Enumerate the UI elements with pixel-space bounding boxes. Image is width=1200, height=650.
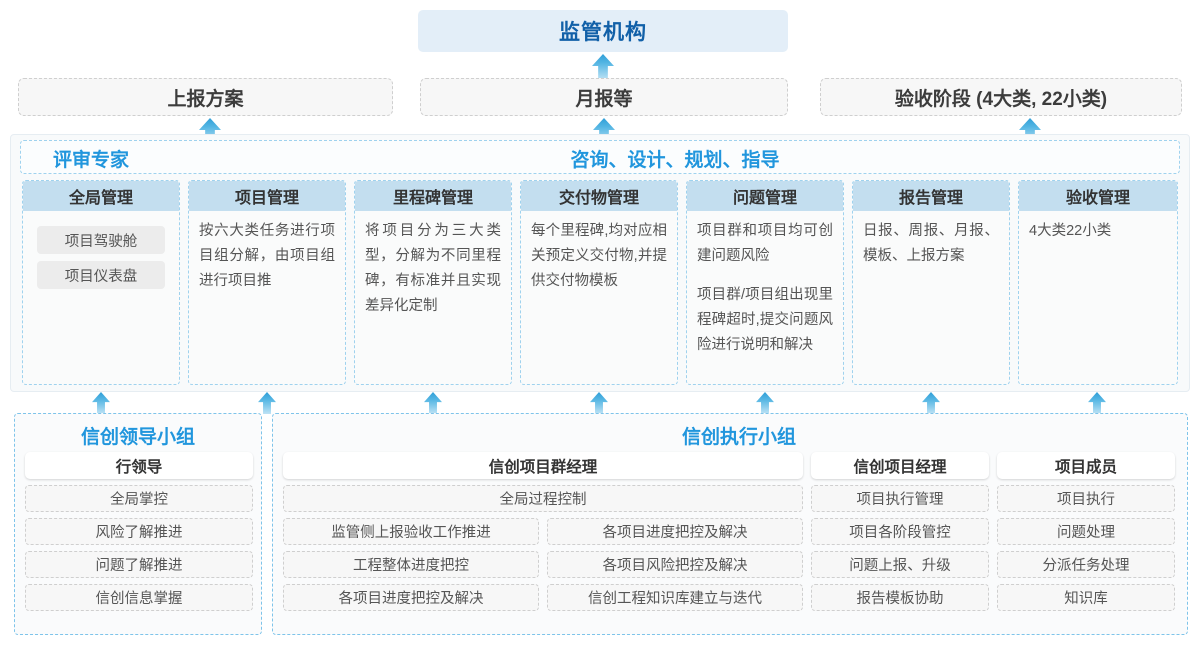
group-body: 行领导 全局掌控 风险了解推进 问题了解推进 信创信息掌握 [25,452,253,611]
module-header: 全局管理 [23,181,179,211]
module-body: 将项目分为三大类型，分解为不同里程碑，有标准并且实现差异化定制 [355,211,511,319]
regulator-box: 监管机构 [418,10,788,52]
report-box-label: 验收阶段 (4大类, 22小类) [894,88,1108,110]
group-execution: 信创执行小组 信创项目群经理 全局过程控制 监管侧上报验收工作推进 工程整体进度… [272,413,1188,635]
role-item[interactable]: 项目各阶段管控 [811,518,989,545]
role-header[interactable]: 项目成员 [997,452,1175,479]
role-column-program-manager: 信创项目群经理 全局过程控制 监管侧上报验收工作推进 工程整体进度把控 各项目进… [283,452,803,611]
module-paragraph: 按六大类任务进行项目组分解，由项目组进行项目推 [199,223,335,289]
module-paragraph: 项目群/项目组出现里程碑超时,提交问题风险进行说明和解决 [697,287,833,353]
module-header: 报告管理 [853,181,1009,211]
module-header: 问题管理 [687,181,843,211]
module-column-acceptance[interactable]: 验收管理 4大类22小类 [1018,180,1178,385]
role-item[interactable]: 项目执行管理 [811,485,989,512]
module-column-report[interactable]: 报告管理 日报、周报、月报、模板、上报方案 [852,180,1010,385]
module-body: 项目驾驶舱 项目仪表盘 [23,211,179,289]
report-box-label: 月报等 [575,88,633,110]
module-header: 交付物管理 [521,181,677,211]
arrow-up-icon-col-5 [922,392,940,414]
arrow-up-icon-col-0 [92,392,110,414]
module-header: 里程碑管理 [355,181,511,211]
role-item[interactable]: 工程整体进度把控 [283,551,539,578]
arrow-up-icon-col-1 [258,392,276,414]
module-body: 每个里程碑,均对应相关预定义交付物,并提供交付物模板 [521,211,677,294]
report-box-monthly: 月报等 [420,78,788,116]
role-item[interactable]: 问题了解推进 [25,551,253,578]
role-item[interactable]: 分派任务处理 [997,551,1175,578]
module-pill[interactable]: 项目仪表盘 [37,261,165,289]
module-header: 验收管理 [1019,181,1177,211]
role-column-project-manager: 信创项目经理 项目执行管理 项目各阶段管控 问题上报、升级 报告模板协助 [811,452,989,611]
role-header[interactable]: 信创项目经理 [811,452,989,479]
middle-left-title: 评审专家 [53,150,130,171]
group-title: 信创执行小组 [681,427,796,448]
module-column-global[interactable]: 全局管理 项目驾驶舱 项目仪表盘 [22,180,180,385]
module-body: 日报、周报、月报、模板、上报方案 [853,211,1009,269]
module-column-issue[interactable]: 问题管理 项目群和项目均可创建问题风险 项目群/项目组出现里程碑超时,提交问题风… [686,180,844,385]
role-item[interactable]: 问题上报、升级 [811,551,989,578]
role-item[interactable]: 报告模板协助 [811,584,989,611]
module-paragraph: 每个里程碑,均对应相关预定义交付物,并提供交付物模板 [531,223,667,289]
role-item[interactable]: 知识库 [997,584,1175,611]
module-column-milestone[interactable]: 里程碑管理 将项目分为三大类型，分解为不同里程碑，有标准并且实现差异化定制 [354,180,512,385]
module-paragraph: 项目群和项目均可创建问题风险 [697,223,833,264]
role-item-full[interactable]: 全局过程控制 [283,485,803,512]
arrow-up-icon-col-6 [1088,392,1106,414]
role-header[interactable]: 信创项目群经理 [283,452,803,479]
role-column-member: 项目成员 项目执行 问题处理 分派任务处理 知识库 [997,452,1175,611]
middle-panel-header: 评审专家 咨询、设计、规划、指导 [20,140,1180,174]
role-item[interactable]: 风险了解推进 [25,518,253,545]
role-item[interactable]: 监管侧上报验收工作推进 [283,518,539,545]
role-item[interactable]: 各项目风险把控及解决 [547,551,803,578]
module-column-project[interactable]: 项目管理 按六大类任务进行项目组分解，由项目组进行项目推 [188,180,346,385]
arrow-up-icon-to-regulator [592,54,614,80]
group-leadership: 信创领导小组 行领导 全局掌控 风险了解推进 问题了解推进 信创信息掌握 [14,413,262,635]
module-pill[interactable]: 项目驾驶舱 [37,226,165,254]
report-box-plan: 上报方案 [18,78,393,116]
group-title: 信创领导小组 [80,427,195,448]
role-item[interactable]: 信创工程知识库建立与迭代 [547,584,803,611]
module-header: 项目管理 [189,181,345,211]
arrow-up-icon-col-2 [424,392,442,414]
module-body: 项目群和项目均可创建问题风险 项目群/项目组出现里程碑超时,提交问题风险进行说明… [687,211,843,358]
role-item[interactable]: 项目执行 [997,485,1175,512]
module-paragraph: 将项目分为三大类型，分解为不同里程碑，有标准并且实现差异化定制 [365,223,501,314]
module-paragraph: 4大类22小类 [1029,223,1112,239]
module-column-deliverable[interactable]: 交付物管理 每个里程碑,均对应相关预定义交付物,并提供交付物模板 [520,180,678,385]
role-item[interactable]: 问题处理 [997,518,1175,545]
module-body: 4大类22小类 [1019,211,1177,244]
report-box-acceptance: 验收阶段 (4大类, 22小类) [820,78,1182,116]
role-subcolumn-left: 监管侧上报验收工作推进 工程整体进度把控 各项目进度把控及解决 [283,512,539,611]
group-body: 信创项目群经理 全局过程控制 监管侧上报验收工作推进 工程整体进度把控 各项目进… [283,452,1177,611]
role-item[interactable]: 信创信息掌握 [25,584,253,611]
role-subcolumn-right: 各项目进度把控及解决 各项目风险把控及解决 信创工程知识库建立与迭代 [547,512,803,611]
middle-center-title: 咨询、设计、规划、指导 [570,150,780,171]
role-item[interactable]: 各项目进度把控及解决 [547,518,803,545]
module-body: 按六大类任务进行项目组分解，由项目组进行项目推 [189,211,345,294]
module-paragraph: 日报、周报、月报、模板、上报方案 [863,223,999,264]
role-item[interactable]: 全局掌控 [25,485,253,512]
role-header[interactable]: 行领导 [25,452,253,479]
regulator-label: 监管机构 [559,21,647,44]
report-box-label: 上报方案 [167,88,244,110]
arrow-up-icon-col-3 [590,392,608,414]
role-item[interactable]: 各项目进度把控及解决 [283,584,539,611]
arrow-up-icon-col-4 [756,392,774,414]
